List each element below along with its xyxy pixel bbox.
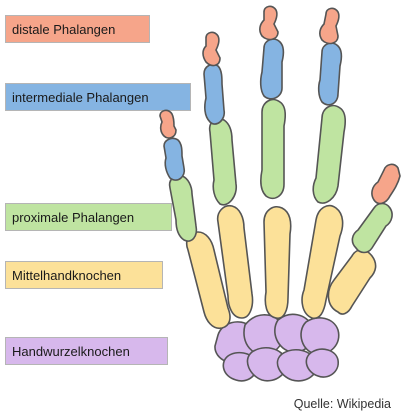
intermediate-phalanx-index	[319, 43, 342, 105]
intermediate-phalanx-ring	[204, 64, 224, 124]
proximal-phalanx-thumb	[352, 204, 392, 253]
index-finger	[302, 8, 345, 318]
carpal-bones	[215, 314, 339, 381]
distal-phalanx-ring	[203, 32, 220, 65]
intermediate-phalanx-little	[164, 138, 184, 180]
distal-phalanx-little	[160, 110, 176, 138]
proximal-phalanx-ring	[210, 119, 237, 205]
metacarpal-middle	[264, 207, 291, 318]
source-caption: Quelle: Wikipedia	[294, 397, 391, 411]
distal-phalanx-middle	[260, 6, 278, 39]
proximal-phalanx-index	[313, 106, 345, 203]
intermediate-phalanx-middle	[261, 39, 284, 99]
distal-phalanx-thumb	[372, 164, 400, 203]
middle-finger	[260, 6, 291, 318]
proximal-phalanx-middle	[261, 100, 285, 199]
proximal-phalanx-little	[170, 176, 197, 241]
distal-phalanx-index	[320, 8, 339, 43]
carpal-bone	[306, 349, 338, 377]
